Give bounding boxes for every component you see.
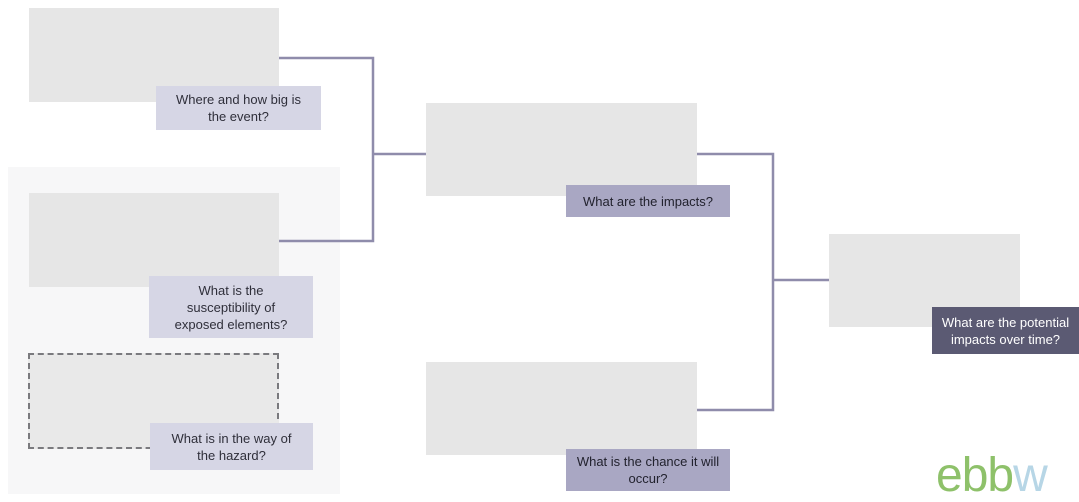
connector-susceptibility	[279, 154, 375, 243]
logo-text-tail: w	[1013, 449, 1048, 502]
logo-text: ebb	[936, 449, 1014, 502]
event-label: Where and how big is the event?	[156, 86, 321, 130]
connector-event	[279, 56, 375, 154]
impacts-label: What are the impacts?	[566, 185, 730, 217]
impacts-box	[426, 103, 697, 196]
chance-label: What is the chance it will occur?	[566, 449, 730, 491]
susceptibility-box	[29, 193, 279, 287]
connector-impacts	[697, 152, 775, 280]
connector-chance	[697, 280, 775, 412]
potential-label: What are the potential impacts over time…	[932, 307, 1079, 354]
in-the-way-label: What is in the way of the hazard?	[150, 423, 313, 470]
susceptibility-label: What is the susceptibility of exposed el…	[149, 276, 313, 338]
chance-box	[426, 362, 697, 455]
logo: ebbw	[936, 449, 1048, 502]
